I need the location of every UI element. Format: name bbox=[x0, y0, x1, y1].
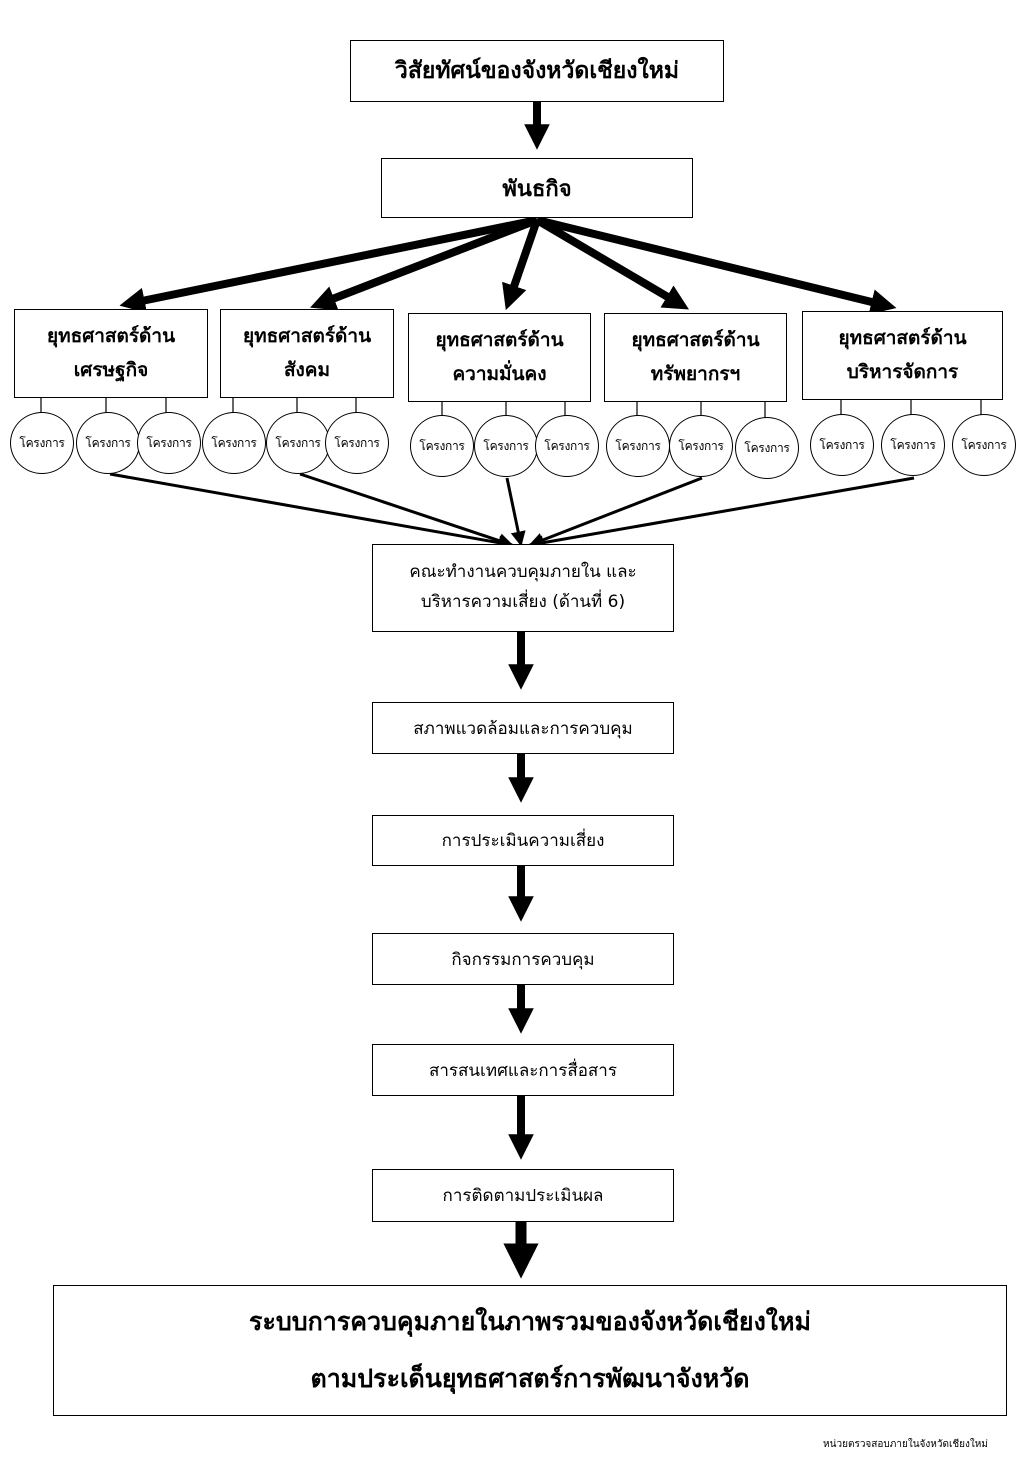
project-label: โครงการ bbox=[678, 438, 724, 453]
project-label: โครงการ bbox=[961, 437, 1007, 452]
project-circle: โครงการ bbox=[535, 415, 599, 477]
arrow-mission-to-strategy-3 bbox=[502, 218, 541, 311]
project-label: โครงการ bbox=[544, 438, 590, 453]
project-circle: โครงการ bbox=[606, 415, 670, 477]
strategy-line1: ยุทธศาสตร์ด้าน bbox=[46, 325, 176, 348]
arrow-mission-to-strategy-4 bbox=[534, 216, 690, 310]
project-circle: โครงการ bbox=[325, 412, 389, 474]
strategy-line1: ยุทธศาสตร์ด้าน bbox=[435, 329, 564, 352]
committee-box: คณะทำงานควบคุมภายใน และ บริหารความเสี่ยง… bbox=[372, 544, 674, 632]
vision-text: วิสัยทัศน์ของจังหวัดเชียงใหม่ bbox=[394, 58, 680, 84]
strategy-line1: ยุทธศาสตร์ด้าน bbox=[242, 325, 372, 348]
step-label: สภาพแวดล้อมและการควบคุม bbox=[413, 718, 633, 739]
mission-box: พันธกิจ bbox=[381, 158, 693, 218]
project-circle: โครงการ bbox=[202, 412, 266, 474]
project-circle: โครงการ bbox=[810, 414, 874, 476]
step-risk-assessment: การประเมินความเสี่ยง bbox=[372, 815, 674, 866]
project-circle: โครงการ bbox=[10, 412, 74, 474]
project-label: โครงการ bbox=[615, 438, 661, 453]
step-label: กิจกรรมการควบคุม bbox=[451, 949, 595, 970]
strategy-box-resources: ยุทธศาสตร์ด้าน ทรัพยากรฯ bbox=[604, 313, 787, 402]
strategy-line2: ทรัพยากรฯ bbox=[650, 362, 741, 385]
vision-box: วิสัยทัศน์ของจังหวัดเชียงใหม่ bbox=[350, 40, 724, 102]
step-label: สารสนเทศและการสื่อสาร bbox=[429, 1060, 617, 1081]
arrow-mission-to-strategy-1 bbox=[119, 216, 538, 313]
committee-line2: บริหารความเสี่ยง (ด้านที่ 6) bbox=[420, 592, 626, 612]
step-label: การติดตามประเมินผล bbox=[442, 1186, 604, 1206]
strategy-box-society: ยุทธศาสตร์ด้าน สังคม bbox=[220, 309, 394, 398]
project-label: โครงการ bbox=[85, 435, 131, 450]
result-box: ระบบการควบคุมภายในภาพรวมของจังหวัดเชียงใ… bbox=[53, 1285, 1007, 1416]
project-label: โครงการ bbox=[744, 440, 790, 455]
project-label: โครงการ bbox=[146, 435, 192, 450]
project-label: โครงการ bbox=[275, 435, 321, 450]
project-circle: โครงการ bbox=[266, 412, 330, 474]
strategy-line2: เศรษฐกิจ bbox=[73, 358, 149, 381]
step-control-activities: กิจกรรมการควบคุม bbox=[372, 933, 674, 985]
strategy-line2: ความมั่นคง bbox=[452, 362, 547, 385]
project-circle: โครงการ bbox=[881, 414, 945, 476]
project-circle: โครงการ bbox=[474, 415, 538, 477]
project-label: โครงการ bbox=[211, 435, 257, 450]
result-line1: ระบบการควบคุมภายในภาพรวมของจังหวัดเชียงใ… bbox=[249, 1307, 811, 1337]
step-monitoring: การติดตามประเมินผล bbox=[372, 1169, 674, 1222]
mission-text: พันธกิจ bbox=[502, 176, 572, 202]
project-label: โครงการ bbox=[19, 435, 65, 450]
project-circle: โครงการ bbox=[952, 414, 1016, 476]
step-information-communication: สารสนเทศและการสื่อสาร bbox=[372, 1044, 674, 1096]
strategy-box-security: ยุทธศาสตร์ด้าน ความมั่นคง bbox=[408, 313, 591, 402]
project-to-committee-lines bbox=[109, 472, 915, 551]
strategy-box-administration: ยุทธศาสตร์ด้าน บริหารจัดการ bbox=[802, 311, 1003, 400]
step-control-environment: สภาพแวดล้อมและการควบคุม bbox=[372, 702, 674, 754]
project-circle: โครงการ bbox=[669, 415, 733, 477]
committee-line1: คณะทำงานควบคุมภายใน และ bbox=[409, 562, 637, 583]
footer-credit: หน่วยตรวจสอบภายในจังหวัดเชียงใหม่ bbox=[823, 1439, 988, 1450]
strategy-line2: สังคม bbox=[283, 358, 331, 381]
arrow-mission-to-strategy-2 bbox=[310, 216, 539, 311]
project-label: โครงการ bbox=[819, 437, 865, 452]
strategy-line1: ยุทธศาสตร์ด้าน bbox=[631, 329, 760, 352]
project-circle: โครงการ bbox=[410, 415, 474, 477]
strategy-line1: ยุทธศาสตร์ด้าน bbox=[838, 327, 967, 350]
step-label: การประเมินความเสี่ยง bbox=[441, 831, 605, 851]
arrow-mission-to-strategy-5 bbox=[536, 216, 897, 315]
project-circle: โครงการ bbox=[735, 417, 799, 479]
project-label: โครงการ bbox=[419, 438, 465, 453]
project-circle: โครงการ bbox=[137, 412, 201, 474]
strategy-box-economy: ยุทธศาสตร์ด้าน เศรษฐกิจ bbox=[14, 309, 208, 398]
strategy-line2: บริหารจัดการ bbox=[846, 360, 959, 383]
project-label: โครงการ bbox=[334, 435, 380, 450]
project-circle: โครงการ bbox=[76, 412, 140, 474]
result-line2: ตามประเด็นยุทธศาสตร์การพัฒนาจังหวัด bbox=[310, 1363, 750, 1393]
project-label: โครงการ bbox=[483, 438, 529, 453]
project-label: โครงการ bbox=[890, 437, 936, 452]
